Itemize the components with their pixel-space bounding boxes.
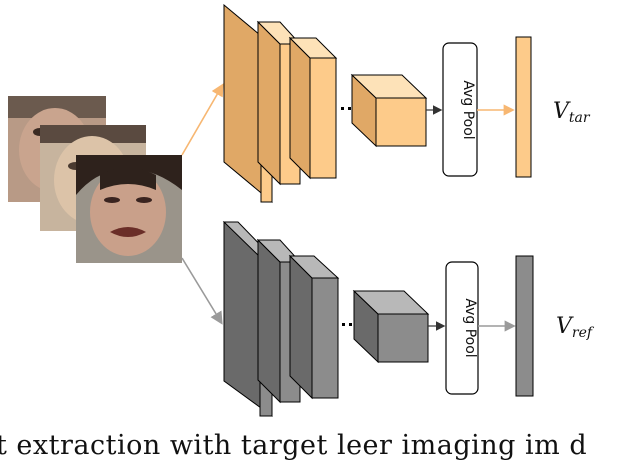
reference-avg-pool: Avg Pool — [445, 261, 479, 395]
target-avg-pool-label: Avg Pool — [460, 80, 476, 139]
reference-avg-pool-label: Avg Pool — [462, 298, 478, 357]
input-arrow-reference — [181, 257, 223, 325]
target-vector-label: Vtar — [553, 99, 591, 126]
figure-caption-fragment: t extraction with target leer imaging im… — [0, 430, 588, 461]
target-avg-pool: Avg Pool — [442, 42, 478, 177]
target-small-block — [350, 73, 428, 148]
reference-vector-label: Vref — [556, 314, 595, 341]
target-branch: Avg Pool Vtar — [223, 3, 591, 204]
input-arrow-target — [181, 83, 224, 156]
reference-layer-3 — [288, 254, 340, 400]
reference-small-block — [352, 289, 430, 364]
reference-branch: Avg Pool Vref — [222, 221, 595, 417]
target-feature-vector — [515, 36, 532, 178]
input-face-images — [8, 96, 182, 263]
target-layer-3 — [288, 36, 338, 180]
reference-feature-vector — [515, 255, 534, 397]
face-image-3 — [76, 155, 182, 263]
